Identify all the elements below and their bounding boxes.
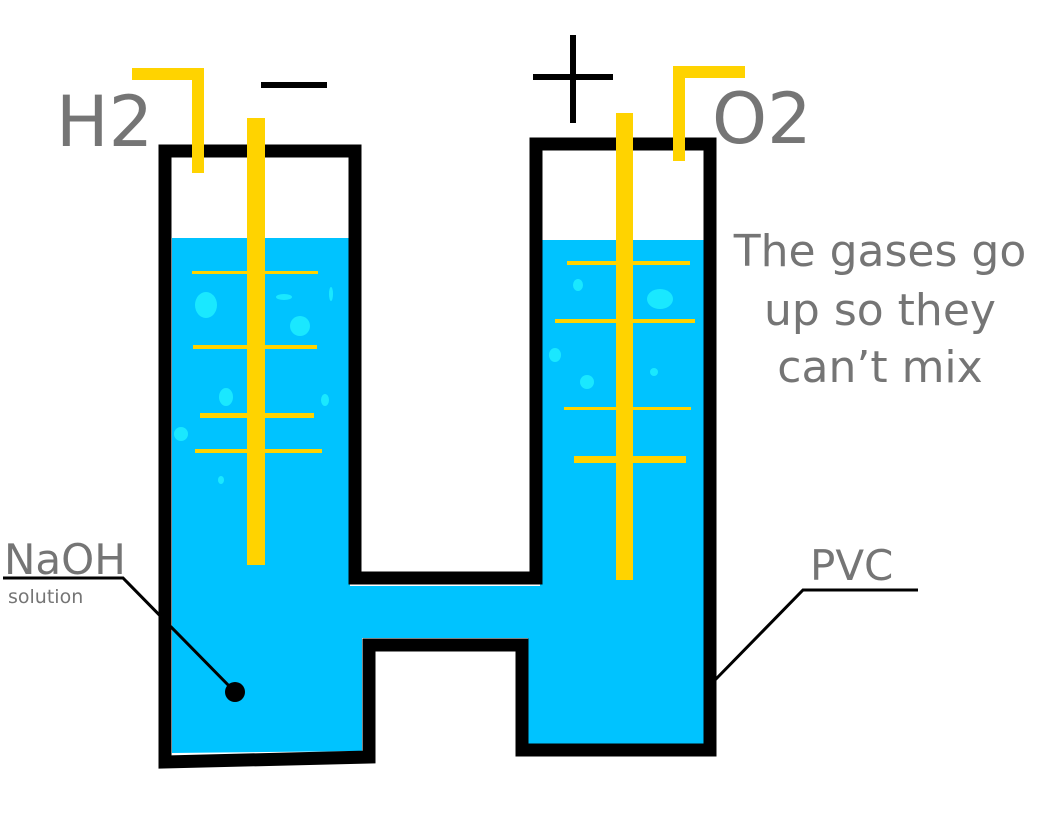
gas-bubbles bbox=[174, 279, 673, 484]
naoh-label: NaOH bbox=[4, 535, 126, 584]
negative-sign-icon bbox=[261, 82, 327, 88]
naoh-solution-fill bbox=[172, 238, 704, 753]
pvc-label: PVC bbox=[810, 541, 893, 590]
o2-gas-outlet-tube bbox=[673, 66, 745, 161]
naoh-leader-line bbox=[3, 576, 237, 694]
pvc-leader-line bbox=[713, 588, 918, 682]
naoh-solution-label: solution bbox=[8, 586, 83, 608]
h2-label: H2 bbox=[56, 81, 153, 163]
h2-gas-outlet-tube bbox=[132, 68, 204, 173]
pvc-container-outline bbox=[158, 137, 717, 769]
note-line-1: The gases go bbox=[733, 226, 1026, 277]
positive-sign-icon bbox=[533, 35, 613, 123]
note-line-2: up so they bbox=[764, 285, 996, 336]
note-line-3: can’t mix bbox=[777, 342, 982, 393]
naoh-leader-dot bbox=[225, 682, 245, 702]
o2-label: O2 bbox=[712, 78, 812, 160]
anode-electrode bbox=[555, 113, 695, 580]
cathode-electrode bbox=[192, 118, 322, 565]
